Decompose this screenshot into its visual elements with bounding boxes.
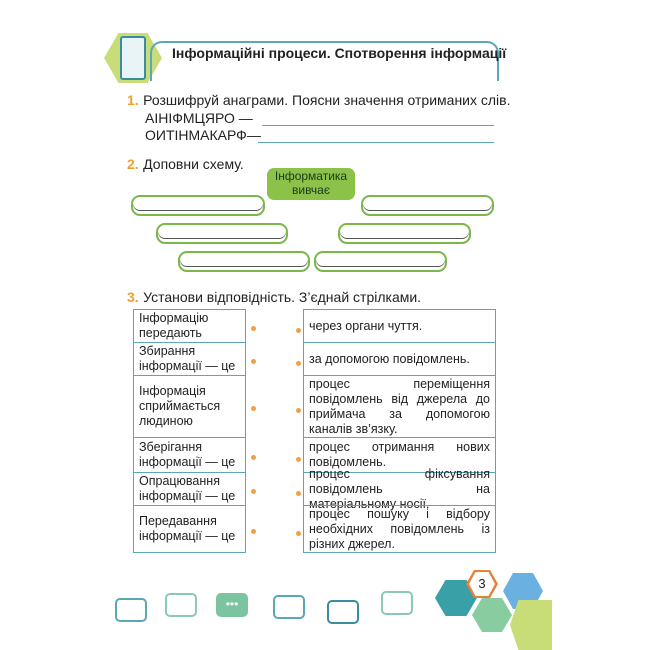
left-item: Інформацію передають: [133, 309, 246, 343]
right-item: процес отримання нових повідомлень.: [303, 437, 496, 473]
right-item-text: через органи чуття.: [309, 318, 423, 333]
left-item-text: Збирання інформації — це: [139, 344, 236, 373]
headphones-icon: [381, 591, 413, 615]
left-item-text: Передавання інформації — це: [139, 514, 236, 543]
right-item-text: процес пошуку і відбору необхідних повід…: [309, 506, 490, 551]
hex-decoration: [472, 598, 512, 632]
left-item: Збирання інформації — це: [133, 342, 246, 376]
schema-blank[interactable]: [156, 223, 288, 244]
right-item: через органи чуття.: [303, 309, 496, 343]
left-item-text: Опрацювання інформації — це: [139, 474, 236, 503]
computer-tower-icon: [165, 593, 197, 617]
left-item-text: Інформацію передають: [139, 311, 209, 340]
task-text: Доповни схему.: [143, 156, 244, 172]
answer-line-1[interactable]: [262, 125, 494, 126]
tablet-icon: [120, 36, 146, 80]
connect-dot-left[interactable]: [251, 454, 256, 460]
schema-blank[interactable]: [178, 251, 310, 272]
answer-line-2[interactable]: [258, 142, 494, 143]
left-item-text: Інформація сприймається людиною: [139, 384, 221, 428]
task-number: 2.: [127, 156, 139, 172]
right-item-text: процес отримання нових повідомлень.: [309, 440, 490, 469]
connect-dot-right[interactable]: [296, 530, 301, 536]
connect-dot-left[interactable]: [251, 488, 256, 494]
connect-dot-right[interactable]: [296, 490, 301, 496]
anagram-2: ОИТІНМАКАРФ—: [145, 127, 261, 143]
satellite-dish-icon: [327, 600, 359, 624]
schema-blank[interactable]: [131, 195, 265, 216]
schema-blank[interactable]: [361, 195, 494, 216]
connect-dot-left[interactable]: [251, 406, 256, 411]
header-frame: [150, 41, 499, 81]
page-number: 3: [469, 572, 495, 596]
right-item-text: за допомогою повідомлень.: [309, 351, 470, 366]
right-item: процес фіксування повідомлень на матеріа…: [303, 467, 496, 511]
right-item: процес переміщення повідомлень від джере…: [303, 375, 496, 438]
schema-blank[interactable]: [314, 251, 447, 272]
schema-center-box: Інформатика вивчає: [267, 168, 355, 200]
right-item-text: процес переміщення повідомлень від джере…: [309, 376, 490, 436]
left-item: Інформація сприймається людиною: [133, 375, 246, 438]
left-item-text: Зберігання інформації — це: [139, 440, 236, 469]
hex-decoration: [510, 600, 552, 650]
right-item-text: процес фіксування повідомлень на матеріа…: [309, 466, 490, 511]
anagram-1: АІНІФМЦЯРО —: [145, 110, 253, 126]
task-number: 1.: [127, 92, 139, 108]
usb-stick-icon: [115, 598, 147, 622]
task-number: 3.: [127, 289, 139, 305]
connect-dot-right[interactable]: [296, 327, 301, 333]
right-item: процес пошуку і відбору необхідних повід…: [303, 505, 496, 553]
connect-dot-left[interactable]: [251, 528, 256, 534]
connect-dot-right[interactable]: [296, 408, 301, 413]
left-item: Передавання інформації — це: [133, 505, 246, 553]
left-item: Зберігання інформації — це: [133, 437, 246, 473]
page-title: Інформаційні процеси. Спотворення інформ…: [172, 45, 507, 61]
task-text: Установи відповідність. З’єднай стрілкам…: [143, 289, 422, 305]
monitor-icon: [273, 595, 305, 619]
chat-dots-icon: •••: [216, 593, 248, 617]
right-item: за допомогою повідомлень.: [303, 342, 496, 376]
left-item: Опрацювання інформації — це: [133, 472, 246, 506]
connect-dot-right[interactable]: [296, 456, 301, 462]
connect-dot-left[interactable]: [251, 358, 256, 364]
connect-dot-left[interactable]: [251, 325, 256, 331]
schema-blank[interactable]: [338, 223, 471, 244]
connect-dot-right[interactable]: [296, 360, 301, 366]
task-text: Розшифруй анаграми. Поясни значення отри…: [143, 92, 511, 108]
